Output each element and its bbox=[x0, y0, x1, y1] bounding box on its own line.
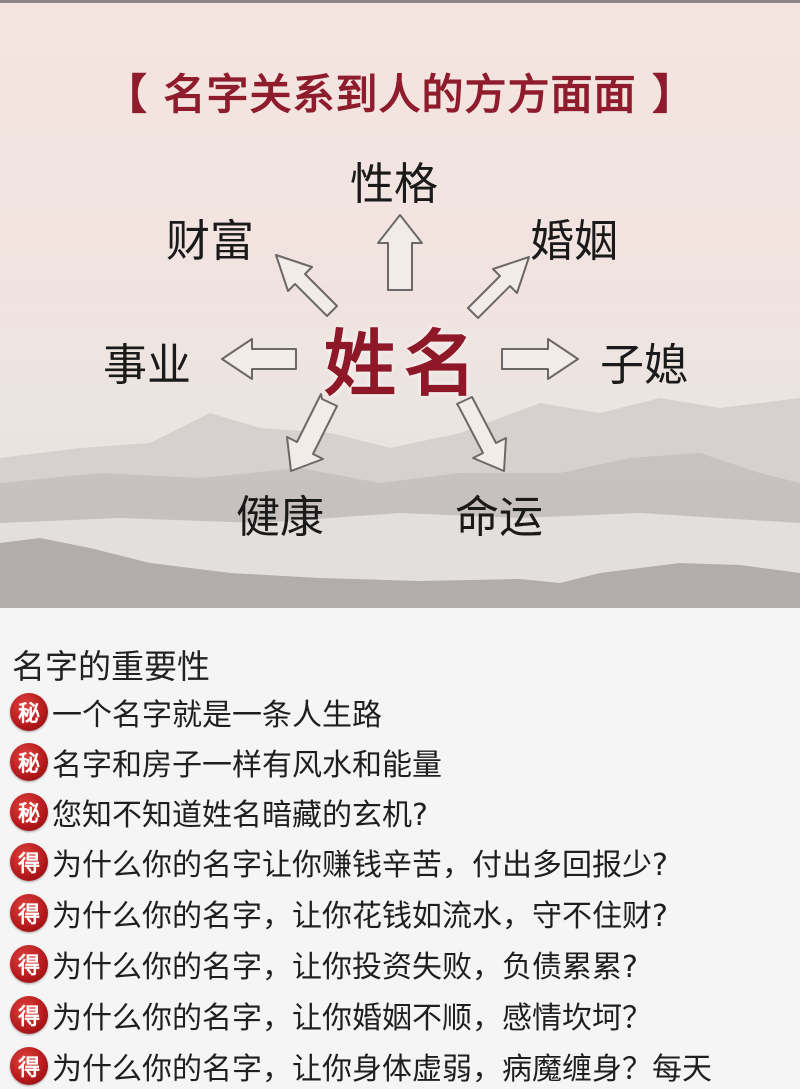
list-item-text: 为什么你的名字让你赚钱辛苦，付出多回报少? bbox=[52, 848, 668, 883]
arrow-up-icon bbox=[377, 214, 423, 291]
list-item: 秘 名字和房子一样有风水和能量 bbox=[10, 740, 442, 784]
secret-badge-icon: 秘 bbox=[10, 743, 48, 781]
list-item-text: 为什么你的名字，让你花钱如流水，守不住财? bbox=[52, 899, 668, 934]
label-marriage: 婚姻 bbox=[530, 216, 618, 267]
gain-badge-icon: 得 bbox=[10, 996, 48, 1034]
arrow-up-right-icon bbox=[467, 256, 530, 319]
list-item: 得 为什么你的名字，让你投资失败，负债累累? bbox=[10, 942, 638, 986]
arrow-right-icon bbox=[501, 338, 579, 380]
list-item-text: 一个名字就是一条人生路 bbox=[52, 698, 382, 733]
list-item: 得 为什么你的名字让你赚钱辛苦，付出多回报少? bbox=[10, 840, 668, 884]
center-name-label: 姓名 bbox=[324, 322, 485, 406]
list-item-text: 为什么你的名字，让你婚姻不顺，感情坎坷？ bbox=[52, 1001, 652, 1036]
arrow-down-right-icon bbox=[456, 396, 507, 472]
label-children: 子媳 bbox=[600, 340, 688, 391]
poster-image: 【 名字关系到人的方方面面 】 性格 财富 婚姻 事业 子媳 健康 命运 姓名 bbox=[0, 3, 800, 608]
mountain-landscape bbox=[0, 398, 800, 608]
gain-badge-icon: 得 bbox=[10, 1047, 48, 1085]
poster-title: 【 名字关系到人的方方面面 】 bbox=[104, 70, 696, 119]
list-item: 得 为什么你的名字，让你身体虚弱，病魔缠身？每天 bbox=[10, 1044, 712, 1088]
label-wealth: 财富 bbox=[166, 216, 254, 267]
list-item: 得 为什么你的名字，让你花钱如流水，守不住财? bbox=[10, 891, 668, 935]
arrows-diagram bbox=[221, 214, 579, 472]
list-item-text: 为什么你的名字，让你投资失败，负债累累? bbox=[52, 950, 638, 985]
gain-badge-icon: 得 bbox=[10, 894, 48, 932]
list-item-text: 您知不知道姓名暗藏的玄机? bbox=[52, 798, 428, 833]
label-health: 健康 bbox=[236, 492, 324, 543]
list-item-text: 名字和房子一样有风水和能量 bbox=[52, 748, 442, 783]
list-item: 秘 您知不知道姓名暗藏的玄机? bbox=[10, 790, 428, 834]
top-edge-bar bbox=[0, 0, 800, 3]
label-personality: 性格 bbox=[350, 159, 438, 210]
list-item: 得 为什么你的名字，让你婚姻不顺，感情坎坷？ bbox=[10, 993, 652, 1037]
list-item-text: 为什么你的名字，让你身体虚弱，病魔缠身？每天 bbox=[52, 1052, 712, 1087]
section-heading: 名字的重要性 bbox=[12, 647, 210, 686]
secret-badge-icon: 秘 bbox=[10, 693, 48, 731]
list-item: 秘 一个名字就是一条人生路 bbox=[10, 690, 382, 734]
arrow-down-left-icon bbox=[286, 393, 338, 472]
arrow-left-icon bbox=[221, 338, 297, 380]
label-destiny: 命运 bbox=[455, 492, 543, 543]
arrow-up-left-icon bbox=[275, 254, 338, 317]
label-career: 事业 bbox=[103, 340, 191, 391]
gain-badge-icon: 得 bbox=[10, 843, 48, 881]
gain-badge-icon: 得 bbox=[10, 945, 48, 983]
secret-badge-icon: 秘 bbox=[10, 793, 48, 831]
importance-section bbox=[0, 608, 800, 1089]
